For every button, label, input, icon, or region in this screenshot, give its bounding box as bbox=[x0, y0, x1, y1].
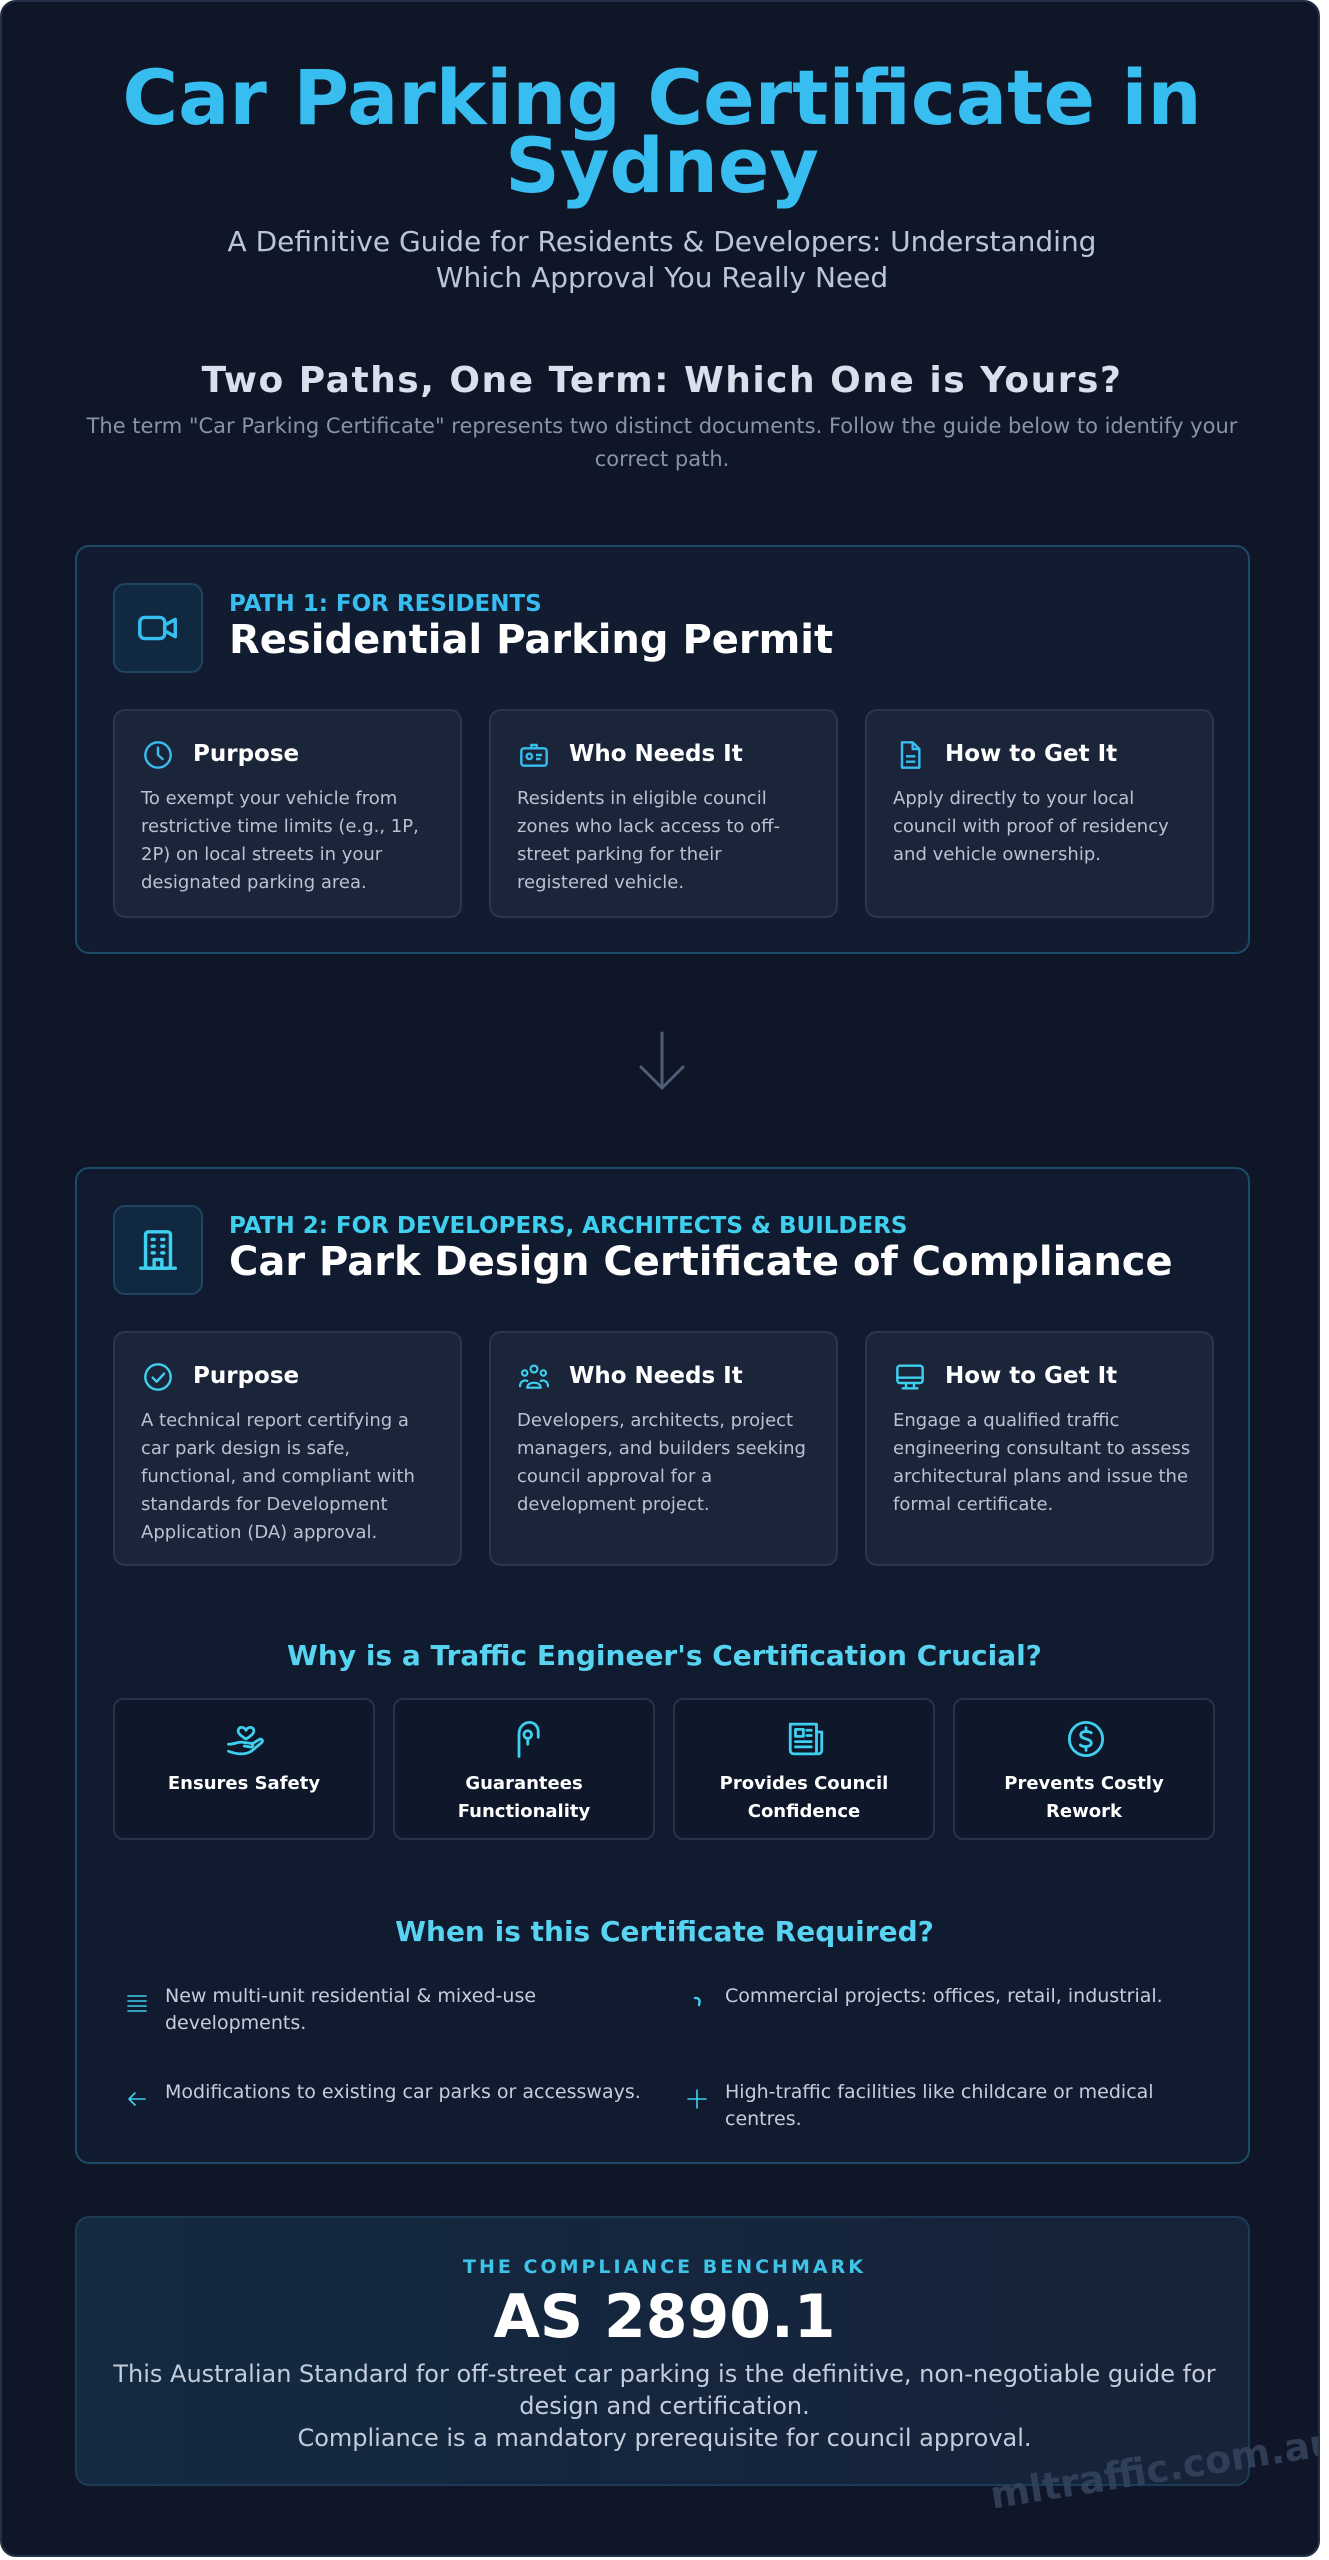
benchmark-title: AS 2890.1 bbox=[493, 2282, 836, 2352]
who-needs-it-title: Who Needs It bbox=[569, 741, 743, 767]
benefit-label: Provides Council Confidence bbox=[719, 1773, 889, 1822]
page-title: Car Parking Certificate in Sydney bbox=[122, 53, 1202, 210]
dollar-circle-icon bbox=[1065, 1718, 1107, 1760]
purpose-card: Purpose A technical report certifying a … bbox=[113, 1331, 462, 1566]
requirement-item: High-traffic facilities like childcare o… bbox=[725, 2081, 1154, 2130]
benefit-guarantees-functionality: Guarantees Functionality bbox=[393, 1698, 655, 1840]
requirement-item: Modifications to existing car parks or a… bbox=[165, 2081, 641, 2103]
section-title: Two Paths, One Term: Which One is Yours? bbox=[201, 360, 1123, 401]
benchmark-line-2: Compliance is a mandatory prerequisite f… bbox=[297, 2424, 1032, 2452]
section-intro: The term "Car Parking Certificate" repre… bbox=[86, 414, 1238, 471]
who-needs-it-title: Who Needs It bbox=[569, 1363, 743, 1389]
benefit-prevents-costly-rework: Prevents Costly Rework bbox=[953, 1698, 1215, 1840]
purpose-title: Purpose bbox=[193, 1363, 300, 1389]
how-to-get-it-title: How to Get It bbox=[945, 741, 1118, 767]
check-circle-icon bbox=[142, 1361, 174, 1393]
purpose-title: Purpose bbox=[193, 741, 300, 767]
hand-heart-icon bbox=[225, 1718, 267, 1760]
path-1-kicker: PATH 1: FOR RESIDENTS bbox=[229, 591, 542, 617]
benefit-provides-council-confidence: Provides Council Confidence bbox=[673, 1698, 935, 1840]
id-badge-icon bbox=[518, 739, 550, 771]
why-certification-title: Why is a Traffic Engineer's Certificatio… bbox=[287, 1639, 1042, 1672]
who-needs-it-card: Who Needs It Residents in eligible counc… bbox=[489, 709, 838, 918]
purpose-card: Purpose To exempt your vehicle from rest… bbox=[113, 709, 462, 918]
who-needs-it-card: Who Needs It Developers, architects, pro… bbox=[489, 1331, 838, 1566]
purpose-text: A technical report certifying a car park… bbox=[141, 1410, 415, 1543]
how-to-get-it-text: Apply directly to your local council wit… bbox=[893, 788, 1169, 865]
arrow-left-icon bbox=[125, 2087, 149, 2111]
benchmark-kicker: THE COMPLIANCE BENCHMARK bbox=[463, 2256, 866, 2278]
presentation-icon bbox=[894, 1361, 926, 1393]
compliance-benchmark-card: THE COMPLIANCE BENCHMARK AS 2890.1 This … bbox=[75, 2216, 1250, 2486]
who-needs-it-text: Developers, architects, project managers… bbox=[517, 1410, 806, 1515]
users-icon bbox=[518, 1361, 550, 1393]
benefit-label: Ensures Safety bbox=[167, 1773, 321, 1794]
benefit-ensures-safety: Ensures Safety bbox=[113, 1698, 375, 1840]
building-icon bbox=[113, 1205, 203, 1295]
purpose-text: To exempt your vehicle from restrictive … bbox=[141, 788, 419, 893]
list-icon bbox=[125, 1991, 149, 2015]
spinner-icon bbox=[685, 1991, 709, 2015]
newspaper-icon bbox=[785, 1718, 827, 1760]
benefit-label: Prevents Costly Rework bbox=[1004, 1773, 1164, 1822]
video-camera-icon bbox=[113, 583, 203, 673]
path-2-kicker: PATH 2: FOR DEVELOPERS, ARCHITECTS & BUI… bbox=[229, 1213, 908, 1239]
path-1-heading: Residential Parking Permit bbox=[229, 617, 834, 663]
how-to-get-it-card: How to Get It Apply directly to your loc… bbox=[865, 709, 1214, 918]
hand-pointer-icon bbox=[505, 1718, 547, 1760]
requirement-item: New multi-unit residential & mixed-use d… bbox=[165, 1985, 537, 2034]
benefit-label: Guarantees Functionality bbox=[457, 1773, 591, 1822]
path-1-card: PATH 1: FOR RESIDENTS Residential Parkin… bbox=[75, 545, 1250, 954]
benchmark-line-1: This Australian Standard for off-street … bbox=[113, 2360, 1216, 2420]
path-2-heading: Car Park Design Certificate of Complianc… bbox=[229, 1239, 1173, 1285]
arrow-down-icon bbox=[639, 1031, 685, 1090]
benchmark-text: This Australian Standard for off-street … bbox=[107, 2358, 1222, 2454]
plus-icon bbox=[685, 2087, 709, 2111]
when-required-title: When is this Certificate Required? bbox=[395, 1915, 934, 1948]
page-subtitle: A Definitive Guide for Residents & Devel… bbox=[227, 225, 1097, 294]
who-needs-it-text: Residents in eligible council zones who … bbox=[517, 788, 781, 893]
how-to-get-it-card: How to Get It Engage a qualified traffic… bbox=[865, 1331, 1214, 1566]
document-icon bbox=[894, 739, 926, 771]
how-to-get-it-text: Engage a qualified traffic engineering c… bbox=[893, 1410, 1191, 1515]
path-2-card: PATH 2: FOR DEVELOPERS, ARCHITECTS & BUI… bbox=[75, 1167, 1250, 2164]
requirement-item: Commercial projects: offices, retail, in… bbox=[725, 1985, 1163, 2007]
clock-icon bbox=[142, 739, 174, 771]
how-to-get-it-title: How to Get It bbox=[945, 1363, 1118, 1389]
